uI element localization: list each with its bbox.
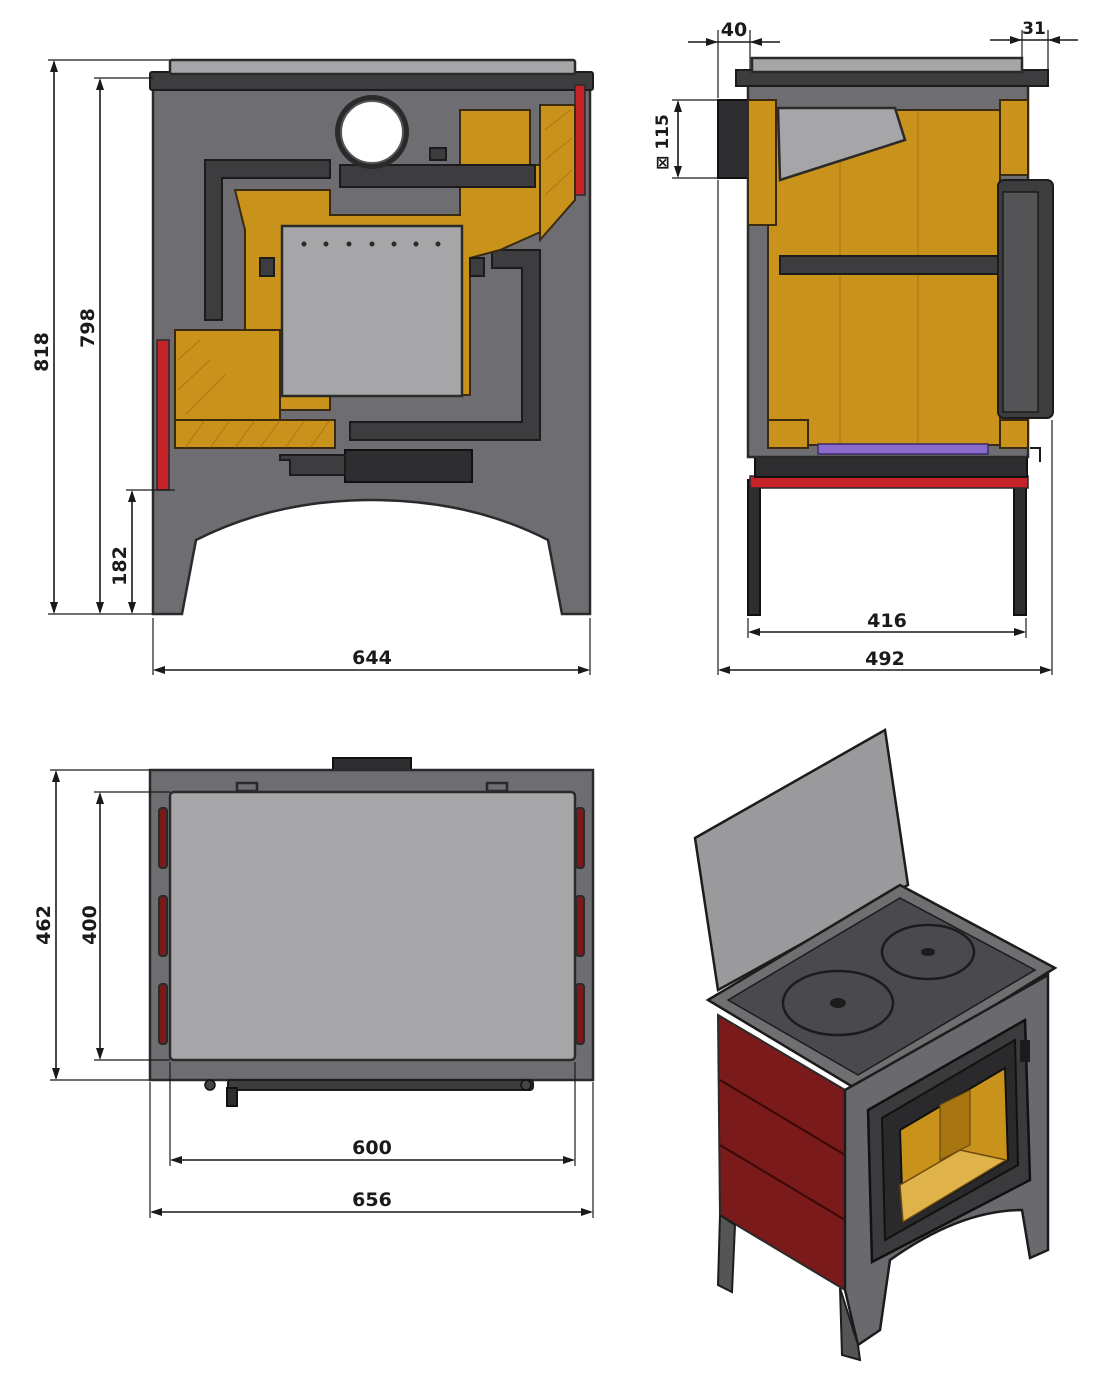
dim-top-depth-total: 462 — [33, 905, 55, 945]
side-view — [717, 56, 1054, 616]
dim-front-height-body: 798 — [77, 308, 99, 348]
dim-top-width-plate: 600 — [352, 1137, 392, 1159]
dim-front-height-total: 818 — [31, 332, 53, 372]
front-view — [149, 58, 594, 616]
top-view — [148, 757, 595, 1107]
dim-side-legs-width: 416 — [867, 610, 907, 632]
dim-side-flue-offset: 40 — [721, 19, 747, 41]
dim-top-width-total: 656 — [352, 1189, 392, 1211]
dim-side-handle-depth: 31 — [1022, 19, 1046, 39]
top-view-dimensions — [50, 769, 594, 1218]
air-holes — [301, 241, 441, 247]
side-view-dimensions — [672, 30, 1078, 675]
dim-front-width: 644 — [352, 647, 392, 669]
isometric-view — [693, 728, 1058, 1362]
front-view-dimensions — [48, 59, 591, 675]
dim-top-depth-plate: 400 — [79, 905, 101, 945]
dim-front-height-legs: 182 — [109, 546, 131, 586]
dim-side-flue-diameter: ⊠ 115 — [653, 114, 673, 170]
dim-side-depth: 492 — [865, 648, 905, 670]
